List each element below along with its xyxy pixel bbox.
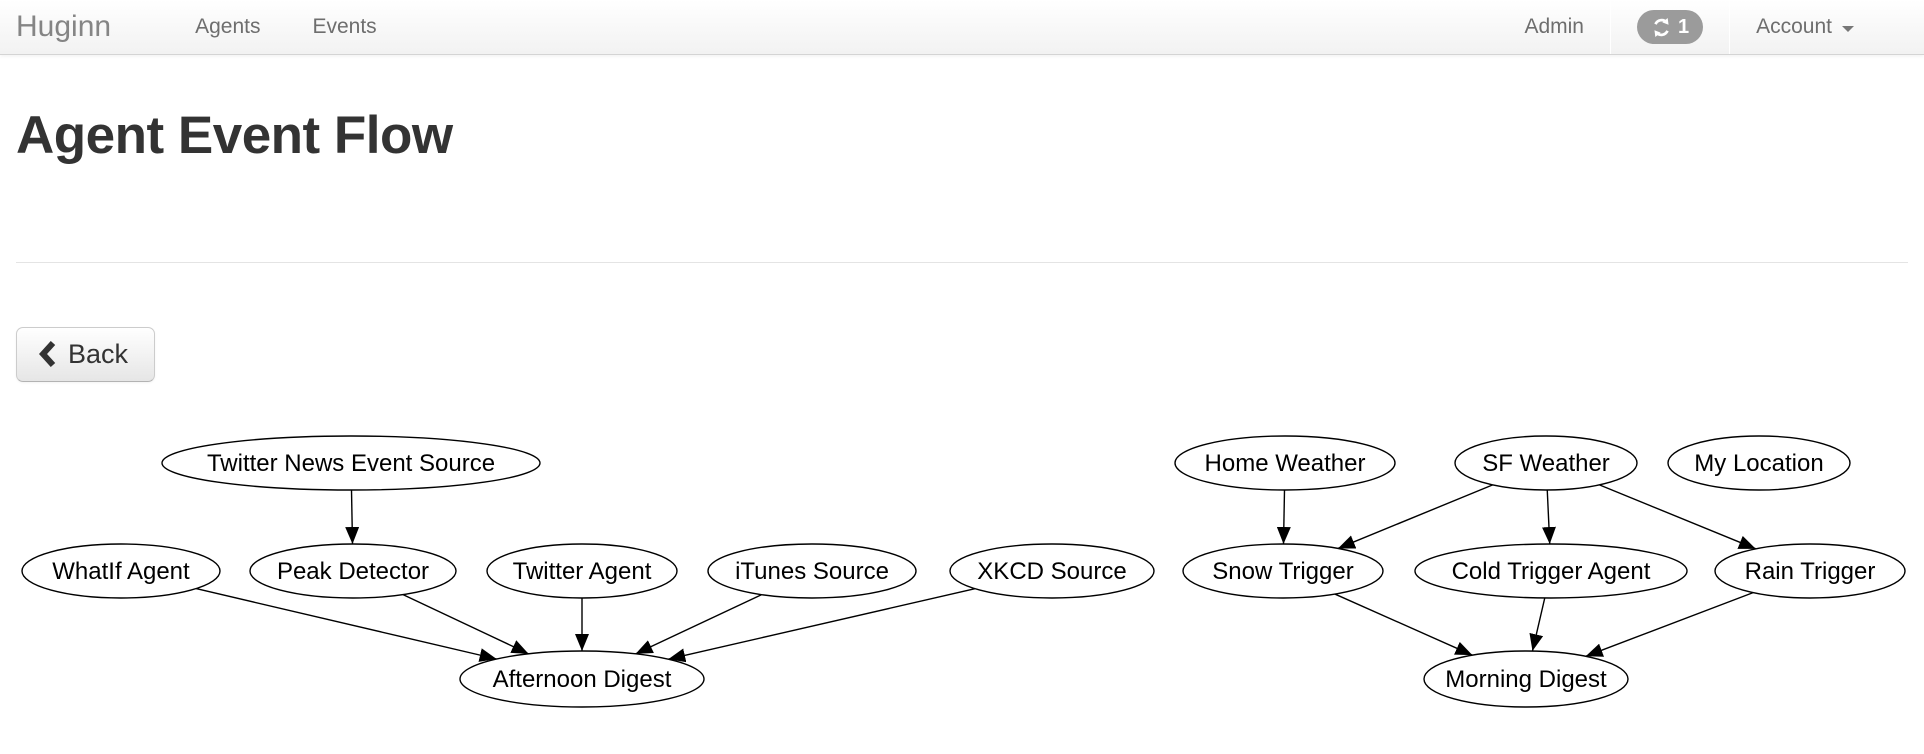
graph-node-label: SF Weather xyxy=(1482,450,1610,477)
navbar-spacer xyxy=(403,0,1499,54)
graph-node-home_weather: Home Weather xyxy=(1174,435,1396,491)
graph-edge-cold-to-morning xyxy=(1529,597,1546,652)
event-count-link[interactable]: 1 xyxy=(1611,0,1729,54)
graph-node-morning: Morning Digest xyxy=(1423,650,1629,708)
graph-edge-home_weather-to-snow xyxy=(1276,489,1291,545)
graph-node-label: Twitter Agent xyxy=(513,558,652,585)
graph-node-label: iTunes Source xyxy=(735,558,889,585)
account-label: Account xyxy=(1756,15,1832,38)
back-button-label: Back xyxy=(68,339,129,369)
graph-edge-sf_weather-to-rain xyxy=(1599,484,1757,550)
graph-nodes: Twitter News Event Source Home Weather SF … xyxy=(21,435,1906,708)
refresh-icon xyxy=(1651,17,1672,38)
graph-edge-sf_weather-to-cold xyxy=(1541,489,1556,545)
graph-node-label: Afternoon Digest xyxy=(493,666,672,693)
graph-node-label: Morning Digest xyxy=(1445,666,1607,693)
graph-edge-twitter_news-to-peak xyxy=(345,489,360,545)
graph-node-cold: Cold Trigger Agent xyxy=(1414,543,1688,599)
navbar-divider xyxy=(1609,0,1611,54)
nav-item-admin[interactable]: Admin xyxy=(1524,15,1584,38)
back-button[interactable]: Back xyxy=(16,327,156,382)
graph-edge-peak-to-afternoon xyxy=(402,593,529,655)
navbar-right: Admin 1 Account xyxy=(1498,0,1880,54)
event-count-badge: 1 xyxy=(1636,10,1704,44)
graph-node-label: WhatIf Agent xyxy=(52,558,190,585)
graph-node-itunes: iTunes Source xyxy=(707,543,917,599)
graph-node-twitter_news: Twitter News Event Source xyxy=(161,435,541,491)
graph-node-label: Twitter News Event Source xyxy=(207,450,495,477)
graph-node-my_location: My Location xyxy=(1667,435,1851,491)
graph-node-label: My Location xyxy=(1694,450,1823,477)
chevron-left-icon xyxy=(39,341,56,367)
graph-node-twitter_agent: Twitter Agent xyxy=(486,543,678,599)
graph-edge-snow-to-morning xyxy=(1334,593,1473,656)
graph-node-peak: Peak Detector xyxy=(249,543,457,599)
graph-node-snow: Snow Trigger xyxy=(1182,543,1384,599)
graph-edge-whatif-to-afternoon xyxy=(195,587,497,662)
graph-node-xkcd: XKCD Source xyxy=(949,543,1155,599)
graph-edges xyxy=(195,484,1757,663)
graph-node-afternoon: Afternoon Digest xyxy=(459,650,705,708)
brand-link[interactable]: Huginn xyxy=(16,10,112,43)
graph-node-label: Rain Trigger xyxy=(1745,558,1876,585)
top-navbar: Huginn Agents Events Admin 1 Ac xyxy=(0,0,1924,55)
event-count: 1 xyxy=(1677,15,1690,38)
caret-down-icon xyxy=(1842,25,1854,32)
graph-node-sf_weather: SF Weather xyxy=(1454,435,1638,491)
agent-flow-diagram: Twitter News Event Source Home Weather SF … xyxy=(21,435,1906,708)
graph-node-label: Cold Trigger Agent xyxy=(1452,558,1651,585)
graph-node-label: XKCD Source xyxy=(977,558,1126,585)
graph-node-label: Snow Trigger xyxy=(1212,558,1353,585)
graph-edge-sf_weather-to-snow xyxy=(1337,484,1493,550)
nav-item-events[interactable]: Events xyxy=(312,15,377,38)
graph-node-label: Home Weather xyxy=(1205,450,1366,477)
navbar-divider xyxy=(1729,0,1731,54)
graph-node-label: Peak Detector xyxy=(277,558,429,585)
account-dropdown[interactable]: Account xyxy=(1730,0,1880,54)
graph-node-whatif: WhatIf Agent xyxy=(21,543,221,599)
main-nav: Agents Events xyxy=(169,0,403,54)
graph-node-rain: Rain Trigger xyxy=(1714,543,1906,599)
graph-edge-xkcd-to-afternoon xyxy=(668,588,976,663)
nav-item-agents[interactable]: Agents xyxy=(195,15,261,38)
graph-edge-itunes-to-afternoon xyxy=(635,593,762,655)
page-title: Agent Event Flow xyxy=(16,106,453,165)
graph-edge-rain-to-morning xyxy=(1585,591,1754,657)
title-divider xyxy=(16,262,1908,263)
